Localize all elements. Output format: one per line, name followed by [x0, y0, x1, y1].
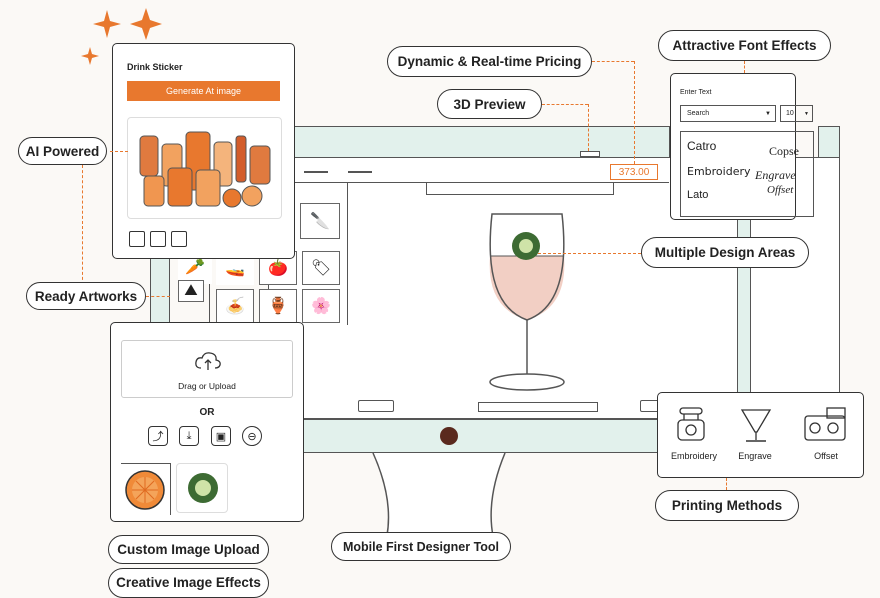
callout-font-effects: Attractive Font Effects: [658, 30, 831, 61]
artwork-jar-icon[interactable]: 🏺: [259, 289, 297, 323]
ai-panel-title: Drink Sticker: [127, 62, 183, 72]
embroidery-machine-icon: [677, 407, 705, 441]
font-option-offset[interactable]: Offset: [767, 184, 794, 196]
price-display: 373.00: [610, 164, 658, 180]
connector-ready-artworks: [146, 296, 170, 297]
download-icon[interactable]: ⤓: [179, 426, 199, 446]
font-option-lato[interactable]: Lato: [687, 189, 709, 201]
callout-ai-powered: AI Powered: [18, 137, 107, 165]
drag-upload-text: Drag or Upload: [178, 381, 236, 391]
connector-design-areas: [538, 253, 641, 254]
method-offset[interactable]: Offset: [814, 451, 838, 461]
wine-glass-icon: [489, 213, 565, 391]
link-upload-icon[interactable]: ⤴: [148, 426, 168, 446]
variant-thumb[interactable]: [171, 231, 187, 247]
image-effect-broccoli[interactable]: [176, 463, 228, 513]
power-button[interactable]: [440, 427, 458, 445]
variant-thumb[interactable]: [129, 231, 145, 247]
generated-image: [127, 117, 282, 219]
monitor-top-bar-right: [818, 126, 840, 158]
font-option-engrave[interactable]: Engrave: [755, 168, 796, 182]
connector-3d-h: [542, 104, 588, 105]
drive-icon[interactable]: ⊖: [242, 426, 262, 446]
font-panel: Enter Text Search ▼ 10 ▼ Catro Copse Emb…: [670, 73, 814, 220]
monitor-bottom-bezel: [303, 419, 660, 453]
offset-printer-icon: [804, 407, 846, 441]
connector-fonts: [744, 61, 745, 73]
monitor-left-frame: [150, 255, 170, 325]
method-engrave[interactable]: Engrave: [738, 451, 772, 461]
method-embroidery[interactable]: Embroidery: [670, 451, 717, 461]
font-search-placeholder: Search: [687, 110, 710, 117]
variant-thumb[interactable]: [150, 231, 166, 247]
image-effect-orange[interactable]: [121, 463, 171, 515]
artwork-flower-icon[interactable]: 🌸: [302, 289, 340, 323]
artwork-category-mountain-icon[interactable]: ⛰: [178, 280, 204, 302]
artwork-sticker-icon[interactable]: 🏷: [302, 251, 340, 285]
upload-cloud-icon: [195, 352, 221, 370]
callout-ready-artworks: Ready Artworks: [26, 282, 146, 310]
font-option-copse[interactable]: Copse: [769, 144, 799, 158]
connector-ai-powered: [110, 151, 128, 152]
or-text: OR: [199, 407, 215, 418]
chevron-down-icon: ▼: [804, 110, 809, 117]
callout-3d-preview: 3D Preview: [437, 89, 542, 119]
callout-printing-methods: Printing Methods: [655, 490, 799, 521]
connector-3d-v: [588, 104, 589, 151]
artwork-knife-icon[interactable]: 🔪: [300, 203, 340, 239]
generate-button[interactable]: Generate At image: [127, 81, 280, 101]
connector-pricing-v: [634, 61, 635, 164]
sparkle-icon: [81, 8, 162, 65]
upload-panel: Drag or Upload OR ⤴ ⤓ ▣ ⊖: [110, 322, 304, 522]
connector-printing: [726, 478, 727, 490]
font-panel-label: Enter Text: [680, 89, 712, 96]
preview-tab[interactable]: [580, 151, 600, 157]
engrave-icon: [740, 409, 772, 442]
font-option-catro[interactable]: Catro: [687, 139, 717, 153]
callout-mobile-first: Mobile First Designer Tool: [331, 532, 511, 561]
font-option-embroidery[interactable]: Embroidery: [687, 165, 751, 178]
callout-design-areas: Multiple Design Areas: [641, 237, 809, 268]
top-slot: [426, 183, 614, 195]
font-size-select[interactable]: 10 ▼: [780, 105, 813, 122]
artwork-pasta-icon[interactable]: 🍝: [216, 289, 254, 323]
callout-dynamic-pricing: Dynamic & Real-time Pricing: [387, 46, 592, 77]
bottom-slot: [358, 400, 394, 412]
font-search-input[interactable]: Search ▼: [680, 105, 776, 122]
artwork-sidebar: [170, 183, 348, 325]
toolbar-dash: [348, 171, 372, 173]
gallery-icon[interactable]: ▣: [211, 426, 231, 446]
toolbar-strip: [268, 157, 669, 183]
callout-image-effects: Creative Image Effects: [108, 568, 269, 598]
chevron-down-icon: ▼: [765, 110, 771, 117]
font-size-value: 10: [786, 110, 794, 117]
ai-generator-panel: Drink Sticker Generate At image: [112, 43, 295, 259]
toolbar-dash: [304, 171, 328, 173]
drop-zone[interactable]: Drag or Upload: [121, 340, 293, 398]
monitor-top-bar: [268, 126, 670, 158]
printing-methods-panel: Embroidery Engrave Offset: [657, 392, 864, 478]
connector-pricing-h: [592, 61, 634, 62]
font-list: Catro Copse Embroidery Engrave Lato Offs…: [680, 131, 814, 217]
bottom-slot: [478, 402, 598, 412]
connector-ai-vertical: [82, 165, 83, 285]
callout-custom-upload: Custom Image Upload: [108, 535, 269, 564]
